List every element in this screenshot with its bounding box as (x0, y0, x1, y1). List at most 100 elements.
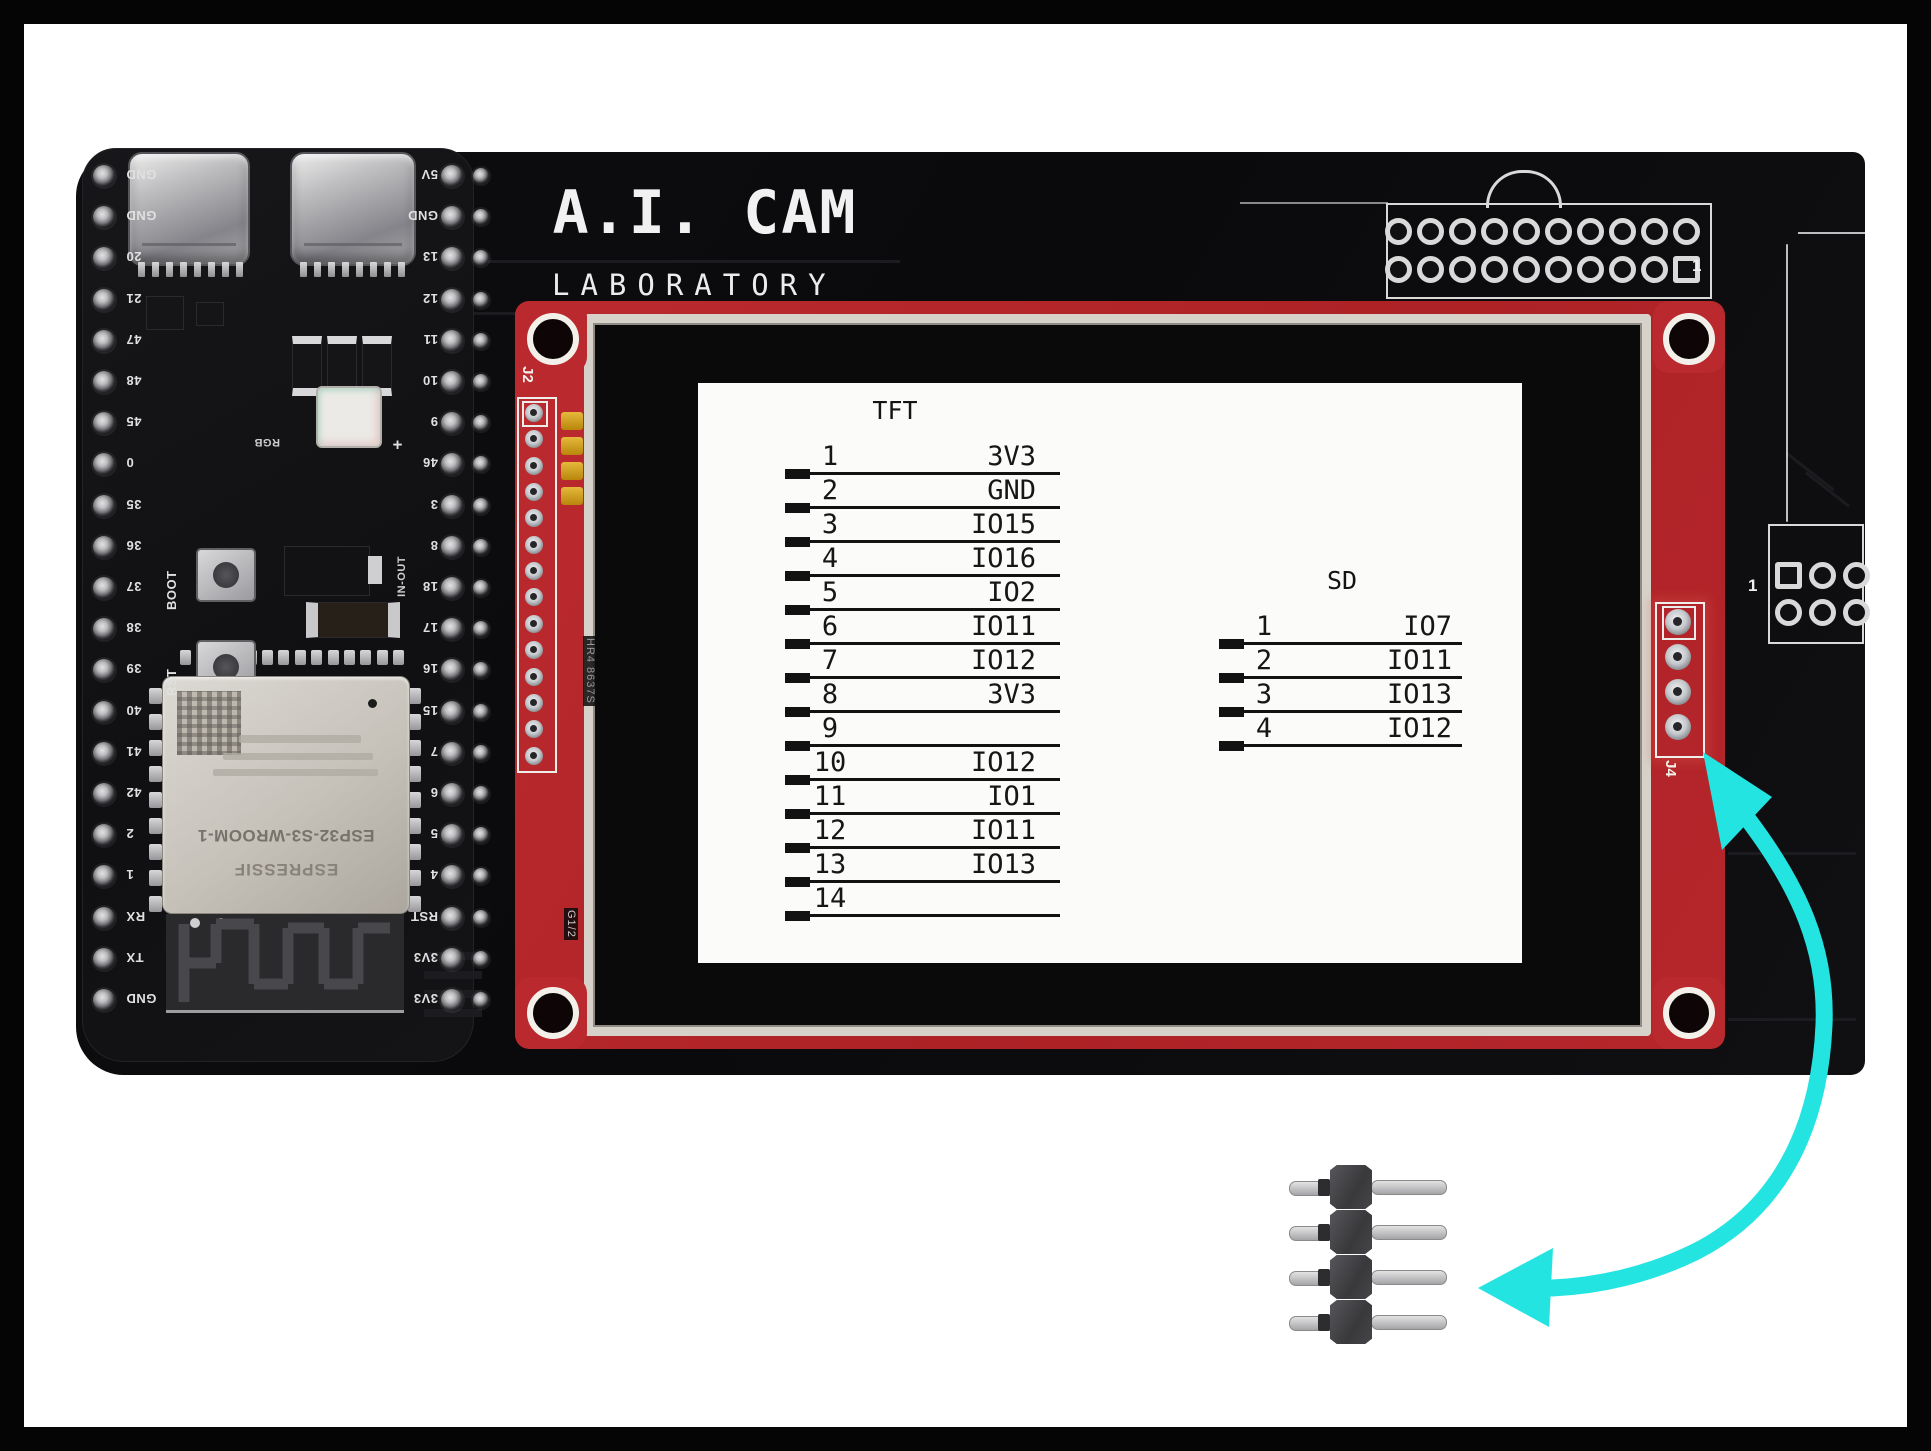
header-pin-body (1330, 1210, 1372, 1254)
pin-hole (93, 206, 115, 229)
header-hole (1673, 218, 1700, 245)
socket-hole (473, 950, 489, 967)
pin-label: 45 (126, 414, 142, 430)
socket-hole (473, 497, 489, 514)
header-pin-long (1371, 1180, 1447, 1195)
pin-hole (441, 947, 463, 970)
j4-pad (1665, 644, 1691, 670)
pin-tick (785, 741, 810, 751)
pin-signal: IO15 (970, 509, 1036, 540)
pin-tick (785, 469, 810, 479)
pin-number: 4 (821, 543, 839, 574)
usb-c-port-left (128, 152, 250, 266)
usb-tooth (384, 262, 391, 277)
label-line (239, 735, 361, 743)
header-hole (1385, 218, 1412, 245)
module-pad (149, 714, 162, 730)
pin-number: 14 (813, 883, 847, 914)
j2-outline (517, 397, 557, 773)
usb-tooth (370, 262, 377, 277)
pin-hole (441, 618, 463, 641)
regulator-tab (368, 556, 382, 584)
j2-pad (525, 430, 543, 449)
right-outline-h (1798, 232, 1865, 234)
socket-hole (473, 374, 489, 390)
pin-number: 3 (1255, 679, 1273, 710)
header-hole (1843, 599, 1870, 626)
header-hole (1641, 218, 1668, 245)
pin-label: 4 (430, 867, 438, 883)
pcb-rib (424, 971, 482, 979)
j2-pad (525, 641, 543, 660)
pin-hole (93, 494, 115, 517)
pin-hole (441, 783, 463, 805)
pin-number: 10 (813, 747, 847, 778)
pin-hole (441, 865, 463, 888)
board-subtitle: LABORATORY (552, 268, 837, 302)
socket-hole (473, 868, 489, 885)
pin-hole (93, 989, 115, 1011)
j2-pad (525, 667, 543, 686)
mounting-hole (1663, 987, 1715, 1039)
pin-hole (441, 989, 463, 1011)
pin-label: 21 (126, 290, 142, 306)
header-pin-nub (1318, 1269, 1330, 1286)
header-hole (1577, 256, 1604, 283)
wifi-antenna (166, 914, 404, 1013)
pin-signal: IO2 (987, 577, 1036, 608)
module-pad (344, 650, 355, 665)
usb-c-port-right (290, 152, 416, 266)
pin-hole (93, 247, 115, 270)
pin-signal: IO11 (970, 815, 1036, 846)
pin-label: 46 (422, 455, 438, 471)
header-pin-body (1330, 1300, 1372, 1344)
header-pin-body (1330, 1165, 1372, 1209)
header-hole (1513, 218, 1540, 245)
module-pad (262, 650, 273, 665)
pin-hole (93, 329, 115, 352)
header-hole (1641, 256, 1668, 283)
socket-hole (473, 580, 489, 596)
pin-hole (441, 494, 463, 517)
boot-button-label: BOOT (164, 570, 179, 610)
pin-label: 15 (422, 702, 438, 718)
pin-hole (441, 371, 463, 393)
pin-label: GND (126, 208, 157, 224)
module-pad (408, 818, 421, 834)
header-hole (1417, 256, 1444, 283)
pin-signal: IO12 (970, 645, 1036, 676)
pin-signal: IO12 (970, 747, 1036, 778)
header-pin-long (1371, 1315, 1447, 1330)
top-header-outline (1386, 203, 1712, 299)
display-code: HR4 8637S (583, 636, 597, 706)
pin-label: 3V3 (413, 949, 438, 965)
header-hole (1843, 562, 1870, 589)
pin-tick (785, 775, 810, 785)
gold-contact (561, 437, 583, 455)
socket-hole (473, 168, 489, 184)
socket-hole (473, 209, 489, 226)
tft-table-title: TFT (872, 396, 918, 425)
j2-pad (525, 588, 543, 607)
mounting-hole (527, 987, 579, 1039)
module-pad (294, 650, 306, 665)
pin-hole (441, 741, 463, 764)
pin-signal: IO12 (1386, 713, 1452, 744)
j2-pad (525, 404, 543, 422)
pin-number: 9 (821, 713, 839, 744)
pin-hole (93, 741, 115, 764)
module-pad (149, 766, 162, 782)
header-pin-nub (1318, 1179, 1330, 1196)
j2-pad (525, 509, 543, 528)
pin-number: 12 (813, 815, 847, 846)
pin-label: 17 (422, 620, 438, 636)
pin-hole (441, 659, 463, 682)
usb-tooth (180, 262, 187, 277)
header-hole (1545, 256, 1572, 283)
module-pad (376, 650, 388, 665)
socket-hole (473, 538, 489, 555)
socket-hole (473, 415, 489, 432)
pin-label: 3 (430, 496, 438, 512)
